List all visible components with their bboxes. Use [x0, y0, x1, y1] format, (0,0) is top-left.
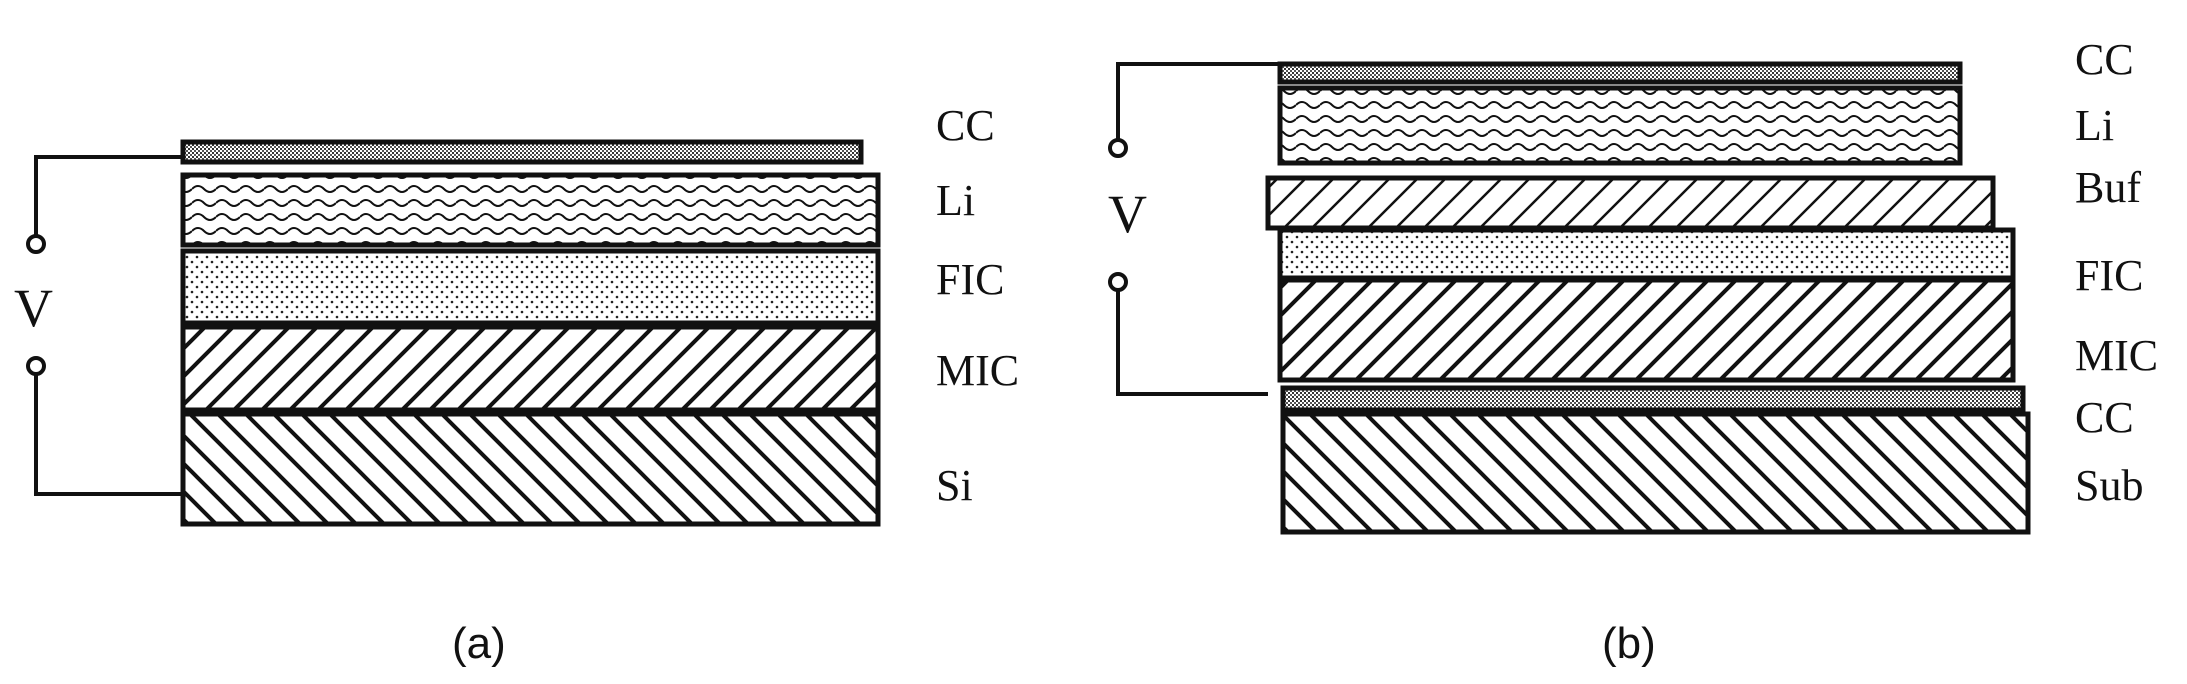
panel-a-layer-cc	[180, 139, 864, 165]
panel-a-wire-bottom	[34, 372, 183, 496]
panel-a-layer-li	[180, 172, 881, 248]
panel-b: V CC Li Buf FIC MIC CC Sub (b)	[1108, 35, 2158, 668]
panel-b-label-fic: FIC	[2075, 251, 2143, 300]
panel-a-layer-si	[180, 411, 881, 527]
panel-b-layer-li	[1277, 85, 1963, 166]
panel-a-label-cc: CC	[936, 101, 995, 150]
panel-b-layer-buf	[1265, 175, 1996, 231]
panel-a-wire-top	[34, 155, 183, 237]
panel-b-caption: (b)	[1602, 619, 1656, 668]
panel-a-terminal-bottom	[26, 356, 46, 376]
panel-b-layer-mic	[1277, 277, 2016, 383]
panel-a-voltage-label: V	[14, 278, 53, 338]
panel-a-label-mic: MIC	[936, 346, 1019, 395]
panel-b-label-cc-top: CC	[2075, 35, 2134, 84]
panel-b-wire-top	[1116, 62, 1280, 140]
panel-b-voltage-label: V	[1108, 184, 1147, 244]
panel-b-label-sub: Sub	[2075, 461, 2143, 510]
panel-a-caption: (a)	[452, 619, 506, 668]
panel-b-label-li: Li	[2075, 101, 2114, 150]
panel-b-label-cc-bottom: CC	[2075, 393, 2134, 442]
panel-a-terminal-top	[26, 234, 46, 254]
panel-b-wire-bottom	[1116, 290, 1268, 396]
panel-b-layer-fic	[1277, 227, 2016, 281]
panel-a-layer-fic	[180, 248, 881, 326]
panel-a-label-li: Li	[936, 176, 975, 225]
panel-b-layer-cc-bottom	[1280, 385, 2026, 413]
panel-a: V CC Li FIC MIC Si (a)	[14, 101, 1019, 668]
panel-b-layer-cc-top	[1277, 61, 1963, 85]
panel-a-layer-mic	[180, 324, 881, 413]
panel-b-terminal-bottom	[1108, 272, 1128, 292]
panel-a-label-si: Si	[936, 461, 973, 510]
panel-b-layer-sub	[1280, 411, 2031, 535]
panel-b-label-mic: MIC	[2075, 331, 2158, 380]
panel-b-label-buf: Buf	[2075, 163, 2141, 212]
panel-b-terminal-top	[1108, 138, 1128, 158]
panel-a-label-fic: FIC	[936, 255, 1004, 304]
